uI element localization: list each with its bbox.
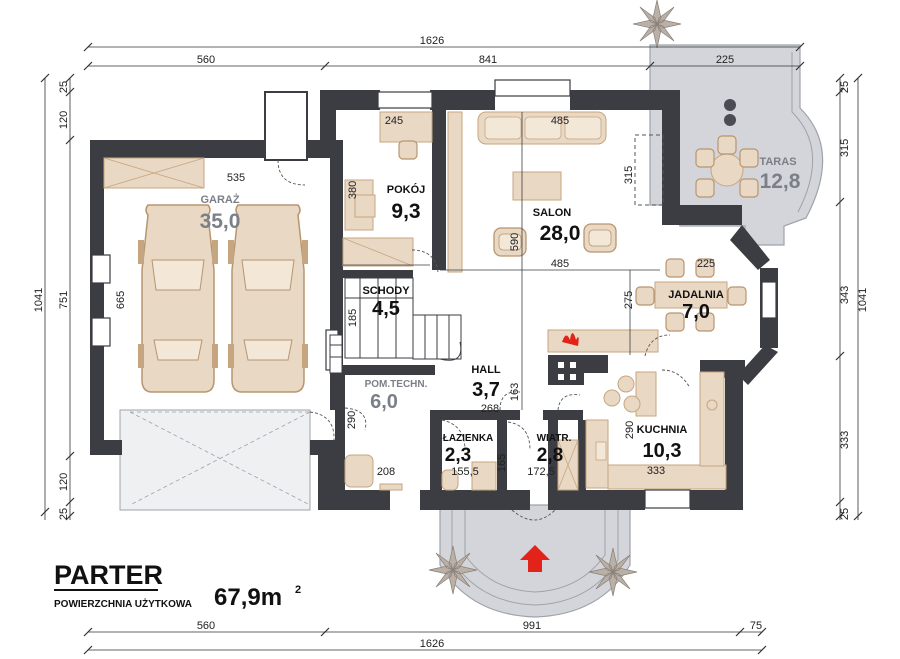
room-label-salon: SALON bbox=[533, 207, 572, 219]
room-area-dining: 7,0 bbox=[682, 301, 710, 323]
fireplace-zone bbox=[634, 134, 664, 206]
windows bbox=[91, 79, 777, 509]
dim-top-right: 225 bbox=[716, 54, 734, 66]
dim-left-c: 751 bbox=[58, 291, 70, 309]
dim-bot-mid: 991 bbox=[523, 620, 541, 632]
dim-hall-h: 163 bbox=[509, 383, 521, 401]
dim-right-d: 333 bbox=[839, 431, 851, 449]
room-area-tech: 6,0 bbox=[370, 391, 398, 413]
kitchen-counter bbox=[547, 329, 659, 353]
room-area-room: 9,3 bbox=[391, 200, 420, 223]
plant-right-icon bbox=[588, 547, 638, 597]
room-area-bath: 2,3 bbox=[445, 445, 471, 466]
dim-garage-w: 535 bbox=[227, 172, 245, 184]
dimension-ticks bbox=[40, 42, 863, 655]
dim-left-a: 25 bbox=[58, 81, 70, 93]
plant-left-icon bbox=[428, 545, 478, 595]
fireplace-icon bbox=[562, 333, 579, 346]
room-label-terrace: TARAS bbox=[759, 156, 796, 168]
dim-bot-right: 75 bbox=[750, 620, 762, 632]
dim-room-h: 380 bbox=[347, 181, 359, 199]
armchair-right-icon bbox=[583, 223, 617, 253]
room-area-hall: 3,7 bbox=[472, 379, 500, 401]
dim-hall-w: 268 bbox=[481, 403, 499, 415]
room-area-garage: 35,0 bbox=[200, 210, 241, 233]
coffee-table bbox=[512, 171, 562, 201]
entrance-arrow-icon bbox=[520, 545, 550, 572]
dim-room-w: 245 bbox=[385, 115, 403, 127]
dim-left-total: 1041 bbox=[33, 288, 45, 312]
room-area-salon: 28,0 bbox=[540, 222, 581, 245]
desk bbox=[379, 111, 433, 143]
dim-bot-total: 1626 bbox=[420, 638, 444, 650]
car-left-icon bbox=[137, 204, 219, 393]
room-label-wind: WIATR. bbox=[537, 433, 572, 444]
dim-dining-w: 225 bbox=[697, 258, 715, 270]
dim-right-b: 315 bbox=[839, 139, 851, 157]
garage-apron bbox=[119, 409, 311, 511]
door-swings bbox=[277, 159, 691, 521]
total-area-sup: 2 bbox=[295, 584, 301, 596]
dim-bot-left: 560 bbox=[197, 620, 215, 632]
total-area: 67,9m bbox=[214, 584, 282, 611]
room-label-tech: POM.TECHN. bbox=[365, 379, 428, 390]
dim-right-a: 25 bbox=[839, 81, 851, 93]
dim-left-d: 120 bbox=[58, 473, 70, 491]
room-label-stairs: SCHODY bbox=[362, 285, 410, 297]
dim-kitchen-w: 333 bbox=[647, 465, 665, 477]
room-area-stairs: 4,5 bbox=[372, 298, 400, 320]
salon-cabinet bbox=[447, 111, 463, 273]
dim-salon-w-bot: 485 bbox=[551, 258, 569, 270]
shower bbox=[471, 461, 497, 491]
dim-top-mid: 841 bbox=[479, 54, 497, 66]
room-area-wind: 2,8 bbox=[537, 445, 563, 466]
plan-subtitle: POWIERZCHNIA UŻYTKOWA bbox=[54, 597, 192, 610]
room-label-dining: JADALNIA bbox=[668, 289, 724, 301]
dim-stairs-h: 185 bbox=[347, 309, 359, 327]
dim-garage-h: 665 bbox=[115, 291, 127, 309]
dim-left-e: 25 bbox=[58, 508, 70, 520]
dim-right-c: 343 bbox=[839, 286, 851, 304]
toilet bbox=[441, 469, 459, 491]
staircase bbox=[344, 277, 462, 361]
plan-title: PARTER bbox=[54, 560, 163, 590]
dim-bath-w: 155,5 bbox=[451, 466, 479, 478]
room-area-kitchen: 10,3 bbox=[643, 440, 682, 462]
dim-top-left: 560 bbox=[197, 54, 215, 66]
plant-top-icon bbox=[632, 0, 682, 49]
room-label-bath: ŁAZIENKA bbox=[443, 433, 494, 444]
walls bbox=[90, 90, 778, 510]
dim-tech-h: 290 bbox=[346, 411, 358, 429]
dim-tech-w: 208 bbox=[377, 466, 395, 478]
room-area-terrace: 12,8 bbox=[760, 170, 801, 193]
dim-wind-w: 172,5 bbox=[527, 466, 555, 478]
office-chair-icon bbox=[398, 140, 418, 160]
dim-salon-w-top: 485 bbox=[551, 115, 569, 127]
stove-icon bbox=[558, 362, 576, 380]
room-label-garage: GARAŻ bbox=[200, 193, 239, 206]
dim-salon-side: 315 bbox=[623, 166, 635, 184]
dimension-lines bbox=[44, 46, 859, 651]
dim-right-e: 25 bbox=[839, 508, 851, 520]
room-label-kitchen: KUCHNIA bbox=[637, 424, 688, 436]
car-right-icon bbox=[227, 204, 309, 393]
dim-kitchen-h: 290 bbox=[624, 421, 636, 439]
boiler bbox=[344, 454, 374, 488]
dim-left-b: 120 bbox=[58, 111, 70, 129]
dim-salon-h: 590 bbox=[509, 233, 521, 251]
room-label-hall: HALL bbox=[471, 364, 501, 376]
terrace-table bbox=[710, 153, 744, 187]
dim-top-total: 1626 bbox=[420, 35, 444, 47]
dim-dining-h: 275 bbox=[623, 291, 635, 309]
dim-bath-h: 165 bbox=[496, 454, 508, 472]
dim-right-total: 1041 bbox=[857, 288, 869, 312]
dining-table bbox=[654, 281, 728, 309]
room-label-room: POKÓJ bbox=[387, 183, 426, 196]
